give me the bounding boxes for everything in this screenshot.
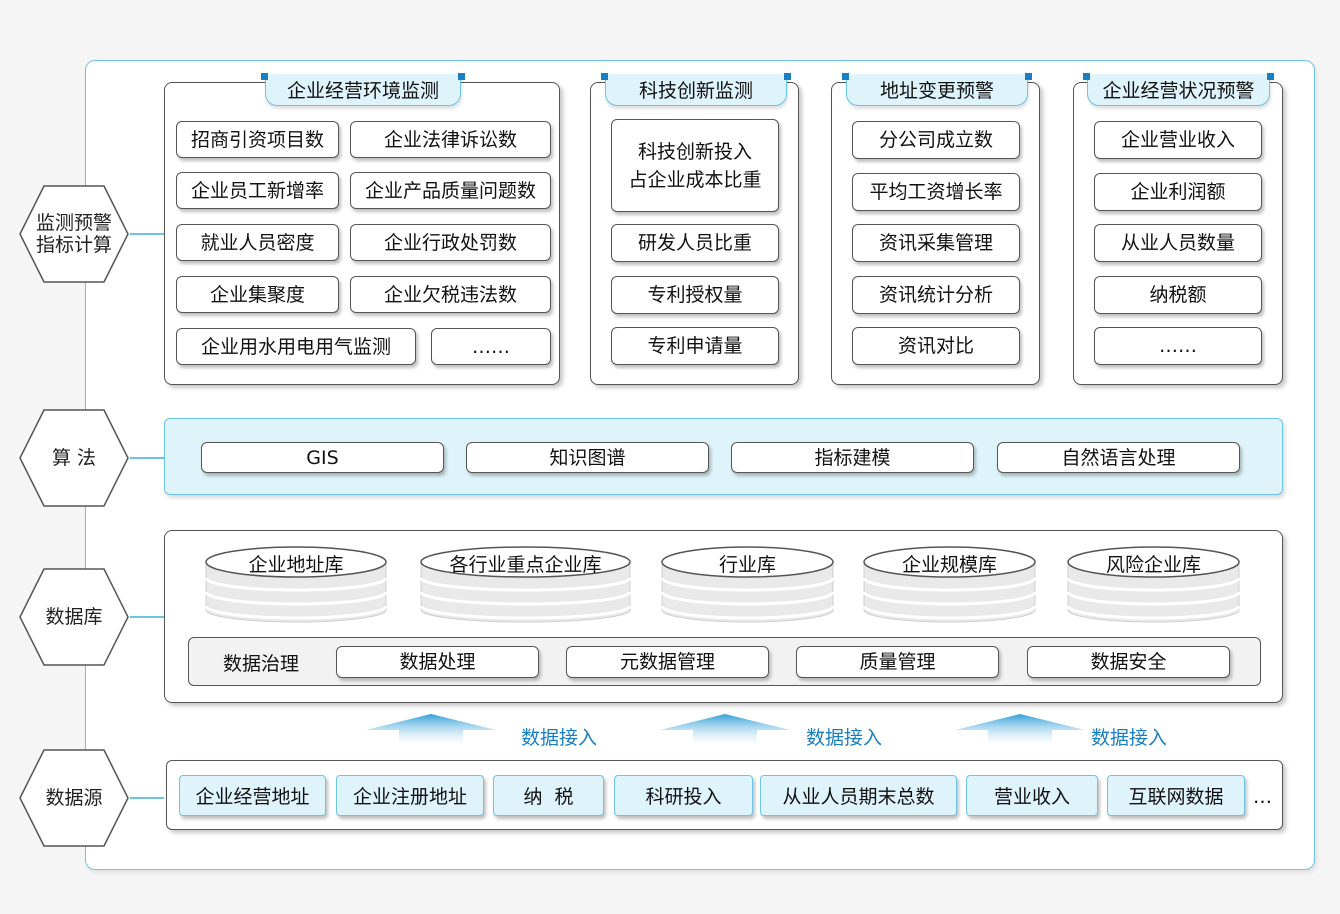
data-access-arrow (955, 714, 1085, 746)
monitor-panel-title: 地址变更预警 (842, 73, 1032, 106)
indicator-item[interactable]: 招商引资项目数 (176, 121, 339, 158)
data-access-label: 数据接入 (1091, 727, 1168, 749)
data-source-item[interactable]: 企业经营地址 (179, 775, 326, 816)
indicator-item[interactable]: 资讯统计分析 (852, 276, 1020, 314)
indicator-item[interactable]: 平均工资增长率 (852, 173, 1020, 211)
indicator-item[interactable]: 纳税额 (1094, 276, 1262, 314)
indicator-item[interactable]: 资讯采集管理 (852, 224, 1020, 262)
database-cylinder (204, 546, 388, 624)
layer-label-text: 数据库 (45, 606, 103, 628)
database-label: 风险企业库 (1105, 553, 1201, 576)
layer-connector (130, 233, 164, 235)
indicator-item[interactable]: 企业产品质量问题数 (350, 172, 551, 209)
layer-connector (130, 616, 164, 618)
tab-corner-right (784, 73, 791, 80)
layer-hexagon (18, 567, 130, 667)
tab-corner-right (458, 73, 465, 80)
data-access-arrow (660, 714, 790, 746)
indicator-item[interactable]: 专利授权量 (611, 276, 779, 314)
data-governance-item[interactable]: 数据处理 (336, 646, 539, 678)
algorithm-item[interactable]: 自然语言处理 (997, 442, 1240, 473)
layer-label-4: 数据源 (18, 748, 166, 848)
data-source-item[interactable]: 互联网数据 (1107, 775, 1245, 816)
database-cylinder (660, 546, 835, 624)
tab-corner-left (842, 73, 849, 80)
layer-connector (130, 457, 164, 459)
data-source-more: … (1253, 786, 1272, 808)
data-governance-item[interactable]: 质量管理 (796, 646, 999, 678)
database-label: 企业规模库 (901, 553, 997, 576)
database-label: 行业库 (718, 553, 776, 576)
indicator-item[interactable]: 企业营业收入 (1094, 121, 1262, 159)
layer-hexagon (18, 184, 130, 284)
tab-corner-left (601, 73, 608, 80)
tab-corner-right (1025, 73, 1032, 80)
indicator-item[interactable]: 企业用水用电用气监测 (176, 328, 416, 365)
data-source-item[interactable]: 纳 税 (493, 775, 604, 816)
indicator-item[interactable]: 企业集聚度 (176, 276, 339, 313)
data-governance-item[interactable]: 元数据管理 (566, 646, 769, 678)
layer-hexagon (18, 408, 130, 508)
indicator-item[interactable]: 企业利润额 (1094, 173, 1262, 211)
indicator-item[interactable]: 资讯对比 (852, 327, 1020, 365)
layer-hexagon (18, 748, 130, 848)
data-source-item[interactable]: 科研投入 (614, 775, 753, 816)
indicator-item[interactable]: …… (1094, 327, 1262, 365)
layer-label-3: 数据库 (18, 567, 166, 667)
data-access-label: 数据接入 (806, 727, 883, 749)
indicator-item[interactable]: 企业法律诉讼数 (350, 121, 551, 158)
database-cylinder (419, 546, 632, 624)
layer-label-1: 监测预警 指标计算 (18, 184, 166, 284)
layer-label-text: 数据源 (45, 787, 103, 809)
layer-connector (130, 797, 164, 799)
layer-label-text: 算 法 (51, 447, 97, 469)
algorithm-item[interactable]: GIS (201, 442, 444, 473)
layer-label-text: 监测预警 指标计算 (35, 212, 112, 256)
indicator-item[interactable]: 企业员工新增率 (176, 172, 339, 209)
tab-corner-left (1083, 73, 1090, 80)
indicator-item[interactable]: 企业欠税违法数 (350, 276, 551, 313)
tab-corner-right (1267, 73, 1274, 80)
indicator-item[interactable]: 从业人员数量 (1094, 224, 1262, 262)
indicator-item[interactable]: 研发人员比重 (611, 224, 779, 262)
indicator-item[interactable]: …… (431, 328, 551, 365)
database-label: 各行业重点企业库 (449, 553, 602, 576)
algorithm-item[interactable]: 知识图谱 (466, 442, 709, 473)
database-label: 企业地址库 (248, 553, 344, 576)
layer-label-2: 算 法 (18, 408, 166, 508)
database-cylinder (862, 546, 1037, 624)
data-source-item[interactable]: 从业人员期末总数 (760, 775, 957, 816)
data-governance-item[interactable]: 数据安全 (1027, 646, 1230, 678)
indicator-item[interactable]: 就业人员密度 (176, 224, 339, 261)
data-source-item[interactable]: 营业收入 (966, 775, 1098, 816)
monitor-panel-title: 科技创新监测 (601, 73, 791, 106)
tab-corner-left (261, 73, 268, 80)
data-access-arrow (366, 714, 496, 746)
indicator-item[interactable]: 科技创新投入 占企业成本比重 (611, 119, 779, 212)
monitor-panel-title: 企业经营环境监测 (261, 73, 465, 106)
indicator-item[interactable]: 分公司成立数 (852, 121, 1020, 159)
monitor-panel-title: 企业经营状况预警 (1083, 73, 1274, 106)
indicator-item[interactable]: 专利申请量 (611, 327, 779, 365)
indicator-item[interactable]: 企业行政处罚数 (350, 224, 551, 261)
data-governance-label: 数据治理 (223, 653, 300, 675)
algorithm-item[interactable]: 指标建模 (731, 442, 974, 473)
data-access-label: 数据接入 (521, 727, 598, 749)
data-source-item[interactable]: 企业注册地址 (336, 775, 484, 816)
database-cylinder (1066, 546, 1241, 624)
